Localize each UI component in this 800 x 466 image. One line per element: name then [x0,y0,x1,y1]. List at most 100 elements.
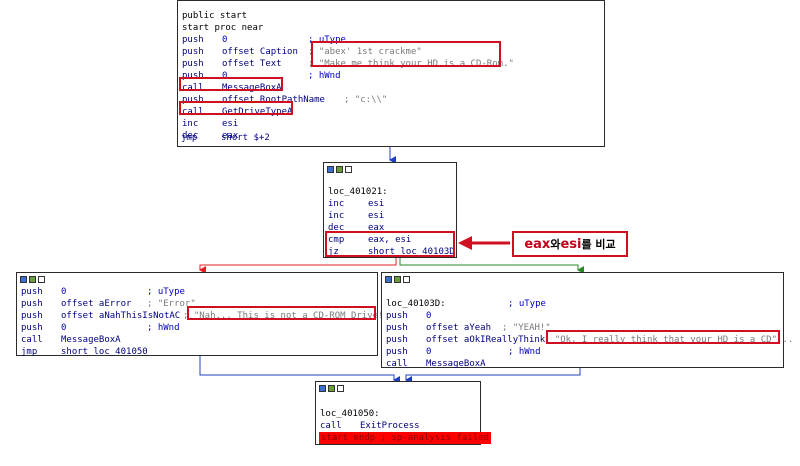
text-view-icon [345,166,352,173]
text-view-icon [403,276,410,283]
asm-operand: 0 [426,311,432,321]
asm-operand: eax [222,131,239,141]
edge-middle-to-right [399,258,584,274]
asm-mnemonic: call [386,359,408,369]
asm-mnemonic: cmp [328,235,345,245]
edge-left-to-bottom [199,356,400,384]
block-header-icons [385,276,410,284]
block-header-icons [20,276,45,284]
asm-comment: ; "Ok, I really think that your HD is a … [544,335,794,345]
block-label: loc_401050: [320,409,380,419]
asm-operand: short loc_40103D [368,247,455,257]
asm-mnemonic: inc [328,199,345,209]
asm-comment: ; uType [508,299,546,309]
code-block-error-branch[interactable]: push 0 ; uType push offset aError ; "Err… [16,272,389,357]
asm-mnemonic: push [182,35,204,45]
asm-comment: ; hWnd [508,347,541,357]
highlight-call-getdrivetype [179,101,293,115]
asm-comment: ; "c:\\" [344,95,388,105]
asm-operand: 0 [222,71,228,81]
asm-mnemonic: dec [182,131,199,141]
asm-comment: ; "Nah... This is not a CD-ROM Drive!" [183,311,389,321]
asm-operand: esi [368,211,385,221]
asm-operand: esi [222,119,239,129]
asm-comment: ; uType [147,287,185,297]
asm-mnemonic: call [21,335,43,345]
asm-mnemonic: push [386,311,408,321]
asm-operand: MessageBoxA [222,83,282,93]
asm-operand: GetDriveTypeA [222,107,293,117]
asm-operand: MessageBoxA [426,359,486,369]
code-block-loc-40103d[interactable]: loc_40103D: ; uType push 0 push offset a… [381,272,793,369]
asm-operand: offset aOkIReallyThink [426,335,546,345]
asm-comment: ; "abex' 1st crackme" [308,47,422,57]
highlight-error-string [187,306,376,320]
asm-line: start proc near [182,23,264,33]
block-header-icons [319,385,344,393]
highlight-cmp-jz [325,231,455,257]
asm-comment: ; "Error" [147,299,196,309]
asm-comment: ; uType [308,35,346,45]
code-block-loc-401050[interactable]: loc_401050: call ExitProcess start endp … [315,381,491,445]
asm-operand: offset aNahThisIsNotAC [61,311,181,321]
asm-mnemonic: push [182,95,204,105]
asm-operand: ExitProcess [360,421,420,431]
asm-mnemonic: call [182,83,204,93]
asm-mnemonic: push [21,323,43,333]
asm-mnemonic: push [21,287,43,297]
asm-operand: short $+2 [221,133,270,143]
asm-operand: offset aError [61,299,132,309]
asm-comment: ; hWnd [147,323,180,333]
asm-operand: 0 [61,323,67,333]
graph-icon [385,276,392,283]
asm-operand: offset Text [222,59,282,69]
asm-operand: offset RootPathName [222,95,325,105]
asm-operand: offset Caption [222,47,298,57]
asm-mnemonic: dec [328,223,345,233]
asm-mnemonic: call [320,421,342,431]
asm-operand: short loc_401050 [61,347,148,357]
callout-eax: eax [524,236,551,252]
block-label: loc_40103D: [386,299,446,309]
callout-esi: esi [560,236,582,252]
callout-text: 와 [550,238,561,251]
chart-icon [328,385,335,392]
asm-operand: esi [368,199,385,209]
code-block-loc-401021[interactable]: loc_401021: inc esi inc esi dec eax cmp … [323,162,457,258]
asm-mnemonic: push [21,299,43,309]
asm-comment: ; "YEAH!" [502,323,551,333]
asm-operand: 0 [61,287,67,297]
asm-operand: offset aYeah [426,323,492,333]
asm-mnemonic: push [386,323,408,333]
edge-right-to-bottom [405,368,581,384]
asm-mnemonic: push [386,347,408,357]
asm-comment: ; hWnd [308,71,341,81]
asm-mnemonic: push [182,71,204,81]
highlight-caption-strings [311,41,501,67]
sp-analysis-failed-line: start endp ; sp-analysis failed [319,432,491,444]
asm-mnemonic: push [386,335,408,345]
graph-icon [20,276,27,283]
block-header-icons [327,166,352,174]
asm-mnemonic: push [182,47,204,57]
asm-comment: ; "Make me think your HD is a CD-Rom." [308,59,514,69]
asm-mnemonic: inc [328,211,345,221]
asm-mnemonic: jmp [181,133,198,143]
asm-mnemonic: push [21,311,43,321]
chart-icon [336,166,343,173]
asm-operand: 0 [426,347,432,357]
asm-mnemonic: call [182,107,204,117]
asm-operand: eax [368,223,385,233]
asm-mnemonic: jz [328,247,339,257]
text-view-icon [337,385,344,392]
block-label: loc_401021: [328,187,388,197]
chart-icon [29,276,36,283]
asm-operand: eax, esi [368,235,412,245]
asm-mnemonic: inc [182,119,199,129]
edge-middle-to-left [199,258,397,274]
code-block-start[interactable]: public start start proc near push 0 ; uT… [177,0,605,147]
asm-operand: MessageBoxA [61,335,121,345]
asm-mnemonic: jmp [21,347,38,357]
